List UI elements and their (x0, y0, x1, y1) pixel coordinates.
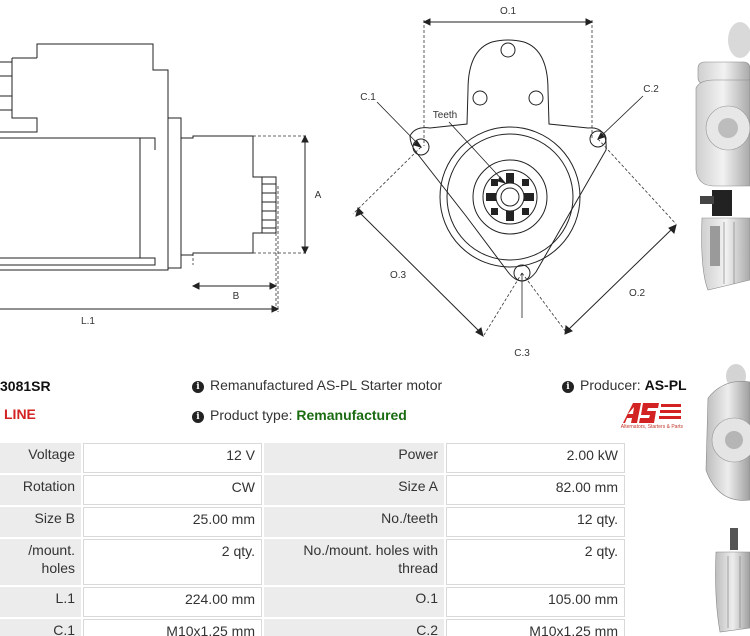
label-o2: O.2 (629, 288, 646, 299)
label-c1: C.1 (360, 92, 376, 103)
product-photo-top (694, 0, 750, 292)
spec-value: 2 qty. (446, 539, 625, 585)
spec-label: C.2 (264, 619, 444, 636)
product-type-value: Remanufactured (296, 407, 407, 423)
spec-value: M10x1.25 mm (83, 619, 262, 636)
label-c3: C.3 (514, 348, 530, 359)
spec-label: L.1 (0, 587, 81, 617)
spec-value: 105.00 mm (446, 587, 625, 617)
spec-value: 12 qty. (446, 507, 625, 537)
spec-label: No./teeth (264, 507, 444, 537)
label-a: A (315, 190, 322, 201)
info-icon: i (562, 381, 574, 393)
info-icon: i (192, 381, 204, 393)
spec-label: Size A (264, 475, 444, 505)
label-o3: O.3 (390, 270, 407, 281)
spec-label: Voltage (0, 443, 81, 473)
producer-value: AS-PL (644, 377, 687, 393)
producer-row: i Producer: AS-PL (562, 377, 687, 393)
table-row: C.1 M10x1.25 mm C.2 M10x1.25 mm (0, 619, 625, 636)
spec-label: Size B (0, 507, 81, 537)
product-type-label: Product type: (210, 407, 293, 423)
spec-label: Power (264, 443, 444, 473)
as-pl-logo: Alternators, Starters & Parts (603, 401, 683, 431)
spec-value: M10x1.25 mm (446, 619, 625, 636)
spec-label: C.1 (0, 619, 81, 636)
label-teeth: Teeth (433, 110, 457, 121)
description-row: i Remanufactured AS-PL Starter motor (192, 377, 442, 393)
label-l1: L.1 (81, 316, 95, 327)
product-line-label: LINE (4, 406, 36, 422)
spec-label: No./mount. holes with thread (264, 539, 444, 585)
spec-label: /mount. holes (0, 539, 81, 585)
technical-drawing: O.1 C.1 Teeth C.2 A B L.1 O.3 O.2 C.3 (0, 6, 677, 359)
spec-value: 25.00 mm (83, 507, 262, 537)
table-row: Size B 25.00 mm No./teeth 12 qty. (0, 507, 625, 537)
product-type-row: i Product type: Remanufactured (192, 407, 407, 423)
spec-label: Rotation (0, 475, 81, 505)
spec-value: CW (83, 475, 262, 505)
label-o1: O.1 (500, 6, 517, 17)
spec-value: 2 qty. (83, 539, 262, 585)
label-b: B (233, 291, 240, 302)
producer-label: Producer: (580, 377, 641, 393)
spec-label: O.1 (264, 587, 444, 617)
part-number: 3081SR (0, 378, 51, 394)
spec-value: 12 V (83, 443, 262, 473)
as-pl-logo-mark (623, 403, 681, 423)
logo-tagline: Alternators, Starters & Parts (620, 424, 683, 430)
info-icon: i (192, 411, 204, 423)
product-photo-bottom (694, 358, 750, 636)
table-row: /mount. holes 2 qty. No./mount. holes wi… (0, 539, 625, 585)
spec-value: 82.00 mm (446, 475, 625, 505)
spec-value: 2.00 kW (446, 443, 625, 473)
table-row: L.1 224.00 mm O.1 105.00 mm (0, 587, 625, 617)
specs-table: Voltage 12 V Power 2.00 kW Rotation CW S… (0, 441, 627, 636)
description-text: Remanufactured AS-PL Starter motor (210, 377, 443, 393)
table-row: Rotation CW Size A 82.00 mm (0, 475, 625, 505)
table-row: Voltage 12 V Power 2.00 kW (0, 443, 625, 473)
spec-value: 224.00 mm (83, 587, 262, 617)
label-c2: C.2 (643, 84, 659, 95)
